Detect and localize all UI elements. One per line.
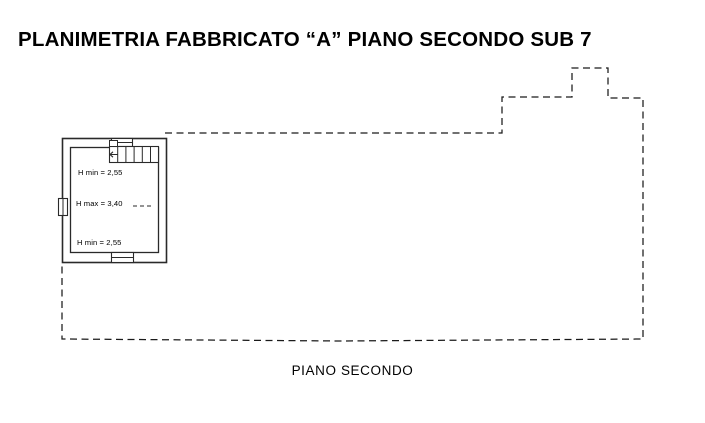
floor-caption: PIANO SECONDO bbox=[291, 363, 414, 378]
building-outline-dashed bbox=[61, 67, 644, 342]
window-left-wall bbox=[57, 197, 69, 217]
page-title: PLANIMETRIA FABBRICATO “A” PIANO SECONDO… bbox=[18, 28, 592, 51]
window-bottom-wall bbox=[110, 251, 135, 264]
height-min-bottom-label: H min = 2,55 bbox=[75, 238, 124, 248]
height-min-top-label: H min = 2,55 bbox=[76, 168, 125, 178]
staircase bbox=[108, 140, 160, 164]
height-max-label: H max = 3,40 bbox=[74, 199, 125, 209]
